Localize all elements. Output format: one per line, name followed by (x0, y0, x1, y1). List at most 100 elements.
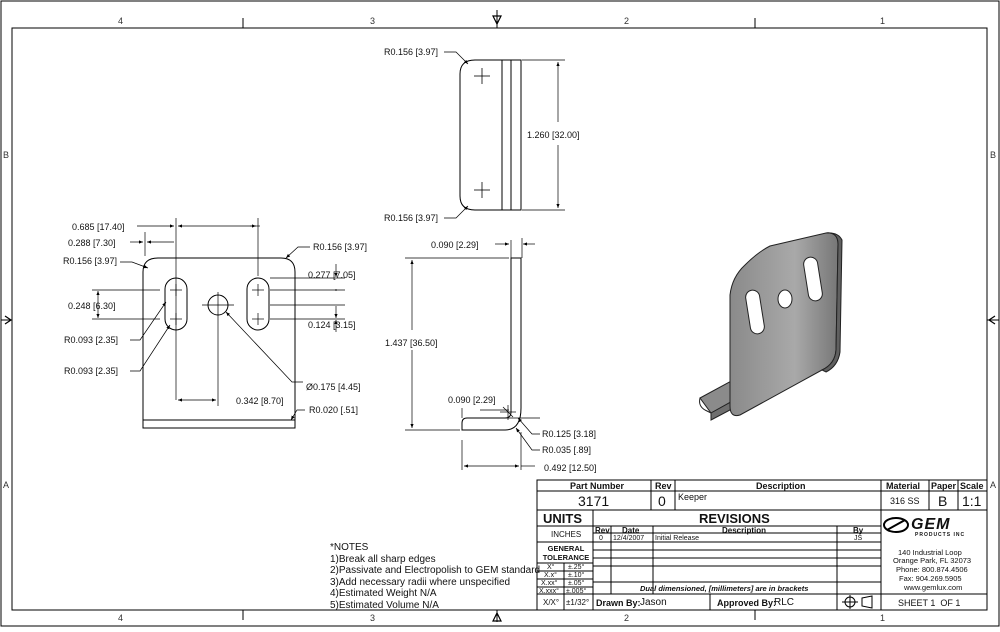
material-value: 316 SS (890, 496, 920, 506)
revisions-title: REVISIONS (699, 511, 770, 526)
phone-text: Phone: 800.874.4506 (896, 565, 968, 574)
zone-bottom-4: 4 (118, 613, 123, 623)
description-value: Keeper (678, 492, 708, 502)
note-item: 4)Estimated Weight N/A (330, 588, 437, 600)
rev-col-header: Rev (595, 526, 610, 535)
revision-row-rev: 0 (599, 535, 603, 542)
zone-top-2: 2 (624, 16, 629, 26)
drawn-by-label: Drawn By: (596, 598, 641, 608)
address-line-1: 140 Industrial Loop (898, 548, 962, 557)
zone-left-a: A (3, 480, 9, 490)
units-value: INCHES (551, 530, 582, 539)
paper-label: Paper (931, 481, 957, 491)
dim-front-124: 0.124 [3.15] (308, 320, 356, 330)
dim-top-r2: R0.156 [3.97] (384, 213, 438, 223)
tol-val-1: ±.10° (568, 572, 585, 579)
rev-value: 0 (658, 493, 666, 509)
units-label: UNITS (543, 511, 582, 526)
tol-fmt-3: X.xxx° (539, 588, 559, 595)
zone-top-4: 4 (118, 16, 123, 26)
zone-left-b: B (3, 150, 9, 160)
dim-front-offset: 0.288 [7.30] (68, 238, 116, 248)
description-label: Description (756, 481, 806, 491)
title-block-grid (536, 479, 988, 611)
approved-by-value: RLC (774, 597, 795, 608)
sheet-number: SHEET 1 OF 1 (898, 598, 961, 608)
tol-fmt-2: X.xx° (541, 580, 558, 587)
zone-ticks (1, 10, 999, 622)
part-number-label: Part Number (570, 481, 625, 491)
scale-label: Scale (960, 481, 984, 491)
dim-side-492: 0.492 [12.50] (544, 463, 597, 473)
zone-bottom-3: 3 (370, 613, 375, 623)
side-view-labels: 0.090 [2.29] 1.437 [36.50] 0.090 [2.29] … (385, 240, 597, 473)
projection-symbol (842, 595, 873, 609)
zone-top-3: 3 (370, 16, 375, 26)
note-item: 2)Passivate and Electropolish to GEM sta… (330, 565, 541, 577)
dim-side-r125: R0.125 [3.18] (542, 429, 596, 439)
zone-right-a: A (990, 480, 996, 490)
dual-dimension-note: Dual dimensioned, [millimeters] are in b… (640, 584, 809, 593)
front-view (92, 218, 345, 429)
dim-front-r020: R0.020 [.51] (309, 405, 358, 415)
dim-front-corner-right: R0.156 [3.97] (313, 242, 367, 252)
dim-front-slot-r1: R0.093 [2.35] (64, 335, 118, 345)
website-text: www.gemlux.com (904, 583, 963, 592)
dim-side-thick-bottom: 0.090 [2.29] (448, 395, 496, 405)
notes-block: *NOTES 1)Break all sharp edges 2)Passiva… (330, 542, 540, 612)
note-item: 3)Add necessary radii where unspecified (330, 576, 511, 588)
tol-fmt-4: X/X° (543, 598, 560, 607)
dim-front-width: 0.685 [17.40] (72, 222, 125, 232)
dim-front-277: 0.277 [7.05] (308, 270, 356, 280)
drawn-by-value: Jason (640, 597, 667, 608)
side-view (405, 238, 540, 470)
tol-val-2: ±.05° (568, 580, 585, 587)
desc-col-header: Description (722, 526, 767, 535)
tol-val-4: ±1/32° (566, 598, 590, 607)
rev-label: Rev (655, 481, 672, 491)
approved-by-label: Approved By: (717, 598, 777, 608)
fax-text: Fax: 904.269.5905 (899, 574, 962, 583)
gem-logo (883, 517, 909, 533)
dim-front-slot-vert: 0.248 [6.30] (68, 301, 116, 311)
dim-side-height: 1.437 [36.50] (385, 338, 438, 348)
zone-right-b: B (990, 150, 996, 160)
dim-top-height: 1.260 [32.00] (527, 130, 580, 140)
revision-row-date: 12/4/2007 (613, 535, 645, 542)
tol-fmt-0: X° (547, 564, 555, 571)
paper-value: B (938, 493, 948, 509)
centering-marks (4, 15, 996, 622)
by-col-header: By (853, 526, 864, 535)
isometric-view (699, 232, 843, 421)
address-line-2: Orange Park, FL 32073 (893, 556, 972, 565)
scale-value: 1:1 (962, 493, 982, 509)
revision-row-by: JS (854, 535, 863, 542)
date-col-header: Date (622, 526, 640, 535)
dim-front-342: 0.342 [8.70] (236, 396, 284, 406)
general-tolerance-label: GENERAL TOLERANCE (542, 544, 590, 562)
part-number-value: 3171 (578, 493, 610, 509)
dim-side-r035: R0.035 [.89] (542, 445, 591, 455)
top-view-labels: R0.156 [3.97] R0.156 [3.97] 1.260 [32.00… (384, 47, 580, 223)
tol-val-0: ±.25° (568, 564, 585, 571)
revision-row-desc: Initial Release (655, 535, 699, 542)
zone-bottom-2: 2 (624, 613, 629, 623)
notes-title: *NOTES (330, 542, 369, 553)
dim-front-slot-r2: R0.093 [2.35] (64, 366, 118, 376)
dim-side-thick-top: 0.090 [2.29] (431, 240, 479, 250)
material-label: Material (886, 481, 921, 491)
note-item: 1)Break all sharp edges (330, 553, 436, 565)
dim-front-corner-left: R0.156 [3.97] (63, 256, 117, 266)
dim-top-r1: R0.156 [3.97] (384, 47, 438, 57)
dim-front-hole: Ø0.175 [4.45] (306, 382, 361, 392)
note-item: 5)Estimated Volume N/A (330, 599, 439, 611)
company-logo-text: GEM (911, 516, 951, 533)
company-sub-text: PRODUCTS INC (915, 532, 966, 538)
tol-fmt-1: X.x° (544, 572, 557, 579)
zone-labels: 4 3 2 1 4 3 2 1 B A B A (3, 16, 996, 623)
top-view (444, 51, 565, 219)
front-view-labels: 0.685 [17.40] 0.288 [7.30] R0.156 [3.97]… (63, 222, 367, 415)
